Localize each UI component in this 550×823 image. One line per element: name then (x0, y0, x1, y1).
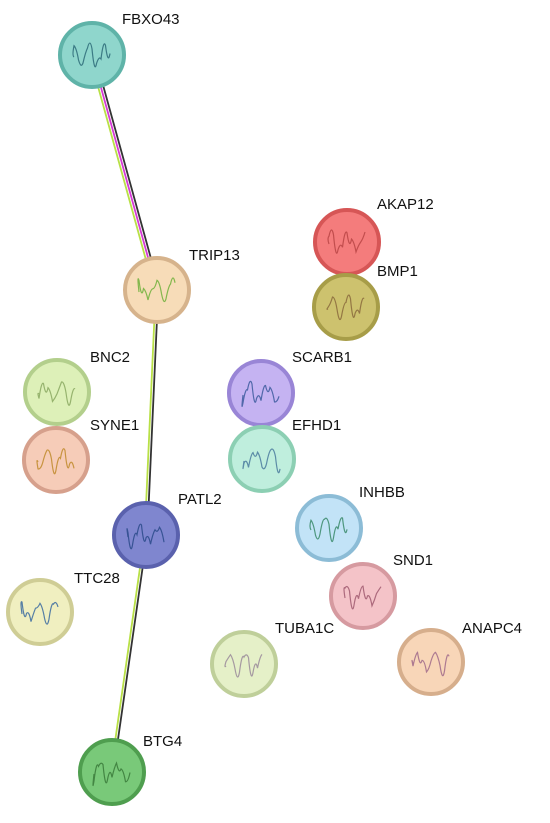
node-label: SCARB1 (292, 349, 352, 366)
protein-structure-icon (126, 523, 165, 550)
node-akap12[interactable]: AKAP12 (313, 196, 434, 276)
protein-structure-icon (36, 448, 75, 475)
protein-structure-icon (309, 517, 348, 543)
node-bubble[interactable] (58, 21, 126, 89)
edge-strand (143, 289, 157, 536)
node-label: TTC28 (74, 570, 120, 587)
node-label: TRIP13 (189, 247, 240, 264)
node-bubble[interactable] (312, 273, 380, 341)
edge-strand (112, 534, 149, 774)
node-bubble[interactable] (313, 208, 381, 276)
node-bubble[interactable] (210, 630, 278, 698)
protein-structure-icon (327, 229, 366, 255)
node-scarb1[interactable]: SCARB1 (227, 349, 352, 427)
node-snd1[interactable]: SND1 (329, 552, 433, 630)
edge-patl2-btg4[interactable] (109, 533, 149, 774)
protein-structure-icon (72, 42, 111, 68)
node-syne1[interactable]: SYNE1 (22, 417, 139, 494)
node-label: AKAP12 (377, 196, 434, 213)
protein-structure-icon (241, 380, 280, 408)
node-fbxo43[interactable]: FBXO43 (58, 11, 180, 89)
node-trip13[interactable]: TRIP13 (123, 247, 240, 324)
edge-strand (109, 533, 146, 773)
node-label: BMP1 (377, 263, 418, 280)
node-bnc2[interactable]: BNC2 (23, 349, 130, 426)
node-label: BTG4 (143, 733, 182, 750)
edge-strand (88, 54, 156, 292)
node-label: TUBA1C (275, 620, 334, 637)
edge-strand (91, 54, 158, 291)
node-patl2[interactable]: PATL2 (112, 491, 222, 569)
node-bmp1[interactable]: BMP1 (312, 263, 418, 341)
node-inhbb[interactable]: INHBB (295, 484, 405, 562)
protein-structure-icon (92, 761, 131, 787)
node-bubble[interactable] (329, 562, 397, 630)
node-bubble[interactable] (227, 359, 295, 427)
node-bubble[interactable] (22, 426, 90, 494)
protein-structure-icon (343, 585, 382, 610)
protein-structure-icon (37, 381, 76, 406)
protein-structure-icon (137, 277, 176, 303)
node-bubble[interactable] (23, 358, 91, 426)
node-label: SND1 (393, 552, 433, 569)
protein-structure-icon (20, 601, 59, 625)
protein-structure-icon (224, 653, 263, 678)
protein-structure-icon (411, 651, 450, 677)
edge-strand (146, 289, 160, 536)
node-bubble[interactable] (228, 425, 296, 493)
protein-structure-icon (326, 294, 365, 321)
node-label: SYNE1 (90, 417, 139, 434)
node-bubble[interactable] (112, 501, 180, 569)
node-label: BNC2 (90, 349, 130, 366)
node-label: INHBB (359, 484, 405, 501)
node-bubble[interactable] (6, 578, 74, 646)
node-label: ANAPC4 (462, 620, 522, 637)
edge-strand (93, 53, 161, 291)
edge-trip13-patl2[interactable] (143, 289, 160, 536)
node-label: PATL2 (178, 491, 222, 508)
edge-fbxo43-trip13[interactable] (88, 53, 161, 292)
node-ttc28[interactable]: TTC28 (6, 570, 120, 646)
node-label: FBXO43 (122, 11, 180, 28)
node-anapc4[interactable]: ANAPC4 (397, 620, 522, 696)
protein-structure-icon (242, 448, 281, 474)
node-tuba1c[interactable]: TUBA1C (210, 620, 334, 698)
node-bubble[interactable] (123, 256, 191, 324)
node-bubble[interactable] (78, 738, 146, 806)
node-efhd1[interactable]: EFHD1 (228, 417, 341, 493)
node-btg4[interactable]: BTG4 (78, 733, 182, 806)
edges-layer (88, 53, 161, 774)
node-label: EFHD1 (292, 417, 341, 434)
